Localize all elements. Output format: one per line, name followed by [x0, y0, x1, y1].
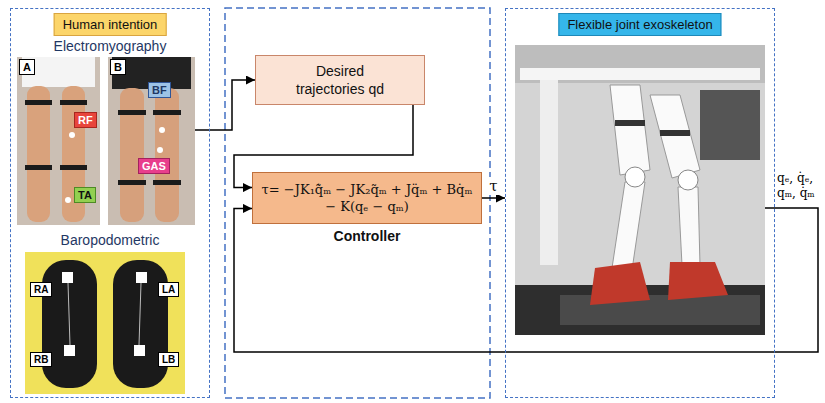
electrode [65, 197, 71, 203]
output-signals: qₑ, q̇ₑ, qₘ, q̇ₘ [777, 171, 823, 201]
signal-wire [765, 207, 775, 209]
strap [118, 110, 146, 115]
sensor-tag: RB [30, 352, 52, 367]
foot-plate [590, 262, 650, 305]
box-text: Desired trajectories qd [283, 62, 397, 98]
panel-heading: Human intention [54, 13, 167, 36]
exoskeleton-photo [515, 45, 765, 335]
strap [615, 120, 645, 126]
controller-box: τ= −JK₁q̃̇ₘ − JK₂q̃ₘ + Jq̈ₘ + Bq̇ₘ − K(q… [252, 172, 482, 224]
strap [153, 110, 181, 115]
edge-label: τ [487, 177, 499, 195]
muscle-tag: BF [148, 82, 171, 98]
section-title: Electromyography [10, 38, 210, 55]
muscle-tag: TA [74, 187, 96, 203]
insole-photo [25, 252, 185, 394]
pressure-sensor [64, 345, 75, 356]
shank-link [612, 182, 645, 270]
sensor-tag: RA [30, 282, 52, 297]
sensor-wire [68, 283, 70, 345]
pressure-sensor [134, 345, 145, 356]
box-caption: Controller [253, 228, 481, 244]
muscle-tag: GAS [138, 158, 170, 174]
strap [153, 180, 181, 185]
belt [560, 295, 760, 325]
leg [27, 86, 50, 222]
leg [120, 88, 144, 222]
column [540, 80, 558, 265]
signal-arrow [234, 208, 818, 352]
pressure-sensor [62, 272, 73, 283]
signal-arrow [210, 80, 255, 130]
signal-wire [195, 129, 210, 131]
foot-plate [668, 262, 728, 300]
photo-letter: A [19, 59, 35, 75]
sandal [113, 260, 168, 388]
panel-heading: Flexible joint exoskeleton [558, 13, 721, 36]
knee-joint [625, 167, 645, 187]
emg-photo-front [17, 57, 100, 225]
electrode [159, 127, 165, 133]
trajectory-box: Desired trajectories qd [255, 55, 425, 105]
control-panel-frame [225, 8, 490, 398]
strap [25, 165, 52, 170]
signal-arrow [482, 197, 505, 199]
strap [60, 100, 87, 105]
sandal [42, 260, 97, 388]
strap [60, 165, 87, 170]
sensor-tag: LA [158, 282, 179, 297]
knee-joint [678, 170, 698, 190]
photo-letter: B [110, 59, 126, 75]
exoskeleton-panel: Flexible joint exoskeleton [505, 8, 775, 398]
sensor-wire [139, 283, 141, 345]
machine-frame [515, 45, 765, 83]
electrode [157, 147, 163, 153]
leg [155, 88, 179, 222]
pressure-sensor [136, 272, 147, 283]
thigh-link [650, 95, 700, 178]
emg-photo-back [108, 57, 195, 225]
sensor-tag: LB [158, 352, 179, 367]
thigh-link [610, 85, 650, 175]
electrode [69, 132, 75, 138]
equipment [700, 90, 760, 160]
strap [660, 130, 690, 136]
strap [118, 180, 146, 185]
shank-link [678, 187, 700, 265]
box-text: τ= −JK₁q̃̇ₘ − JK₂q̃ₘ + Jq̈ₘ + Bq̇ₘ − K(q… [261, 181, 473, 215]
rail [520, 68, 760, 80]
muscle-tag: RF [74, 112, 97, 128]
section-title: Baropodometric [10, 232, 210, 249]
strap [25, 100, 52, 105]
